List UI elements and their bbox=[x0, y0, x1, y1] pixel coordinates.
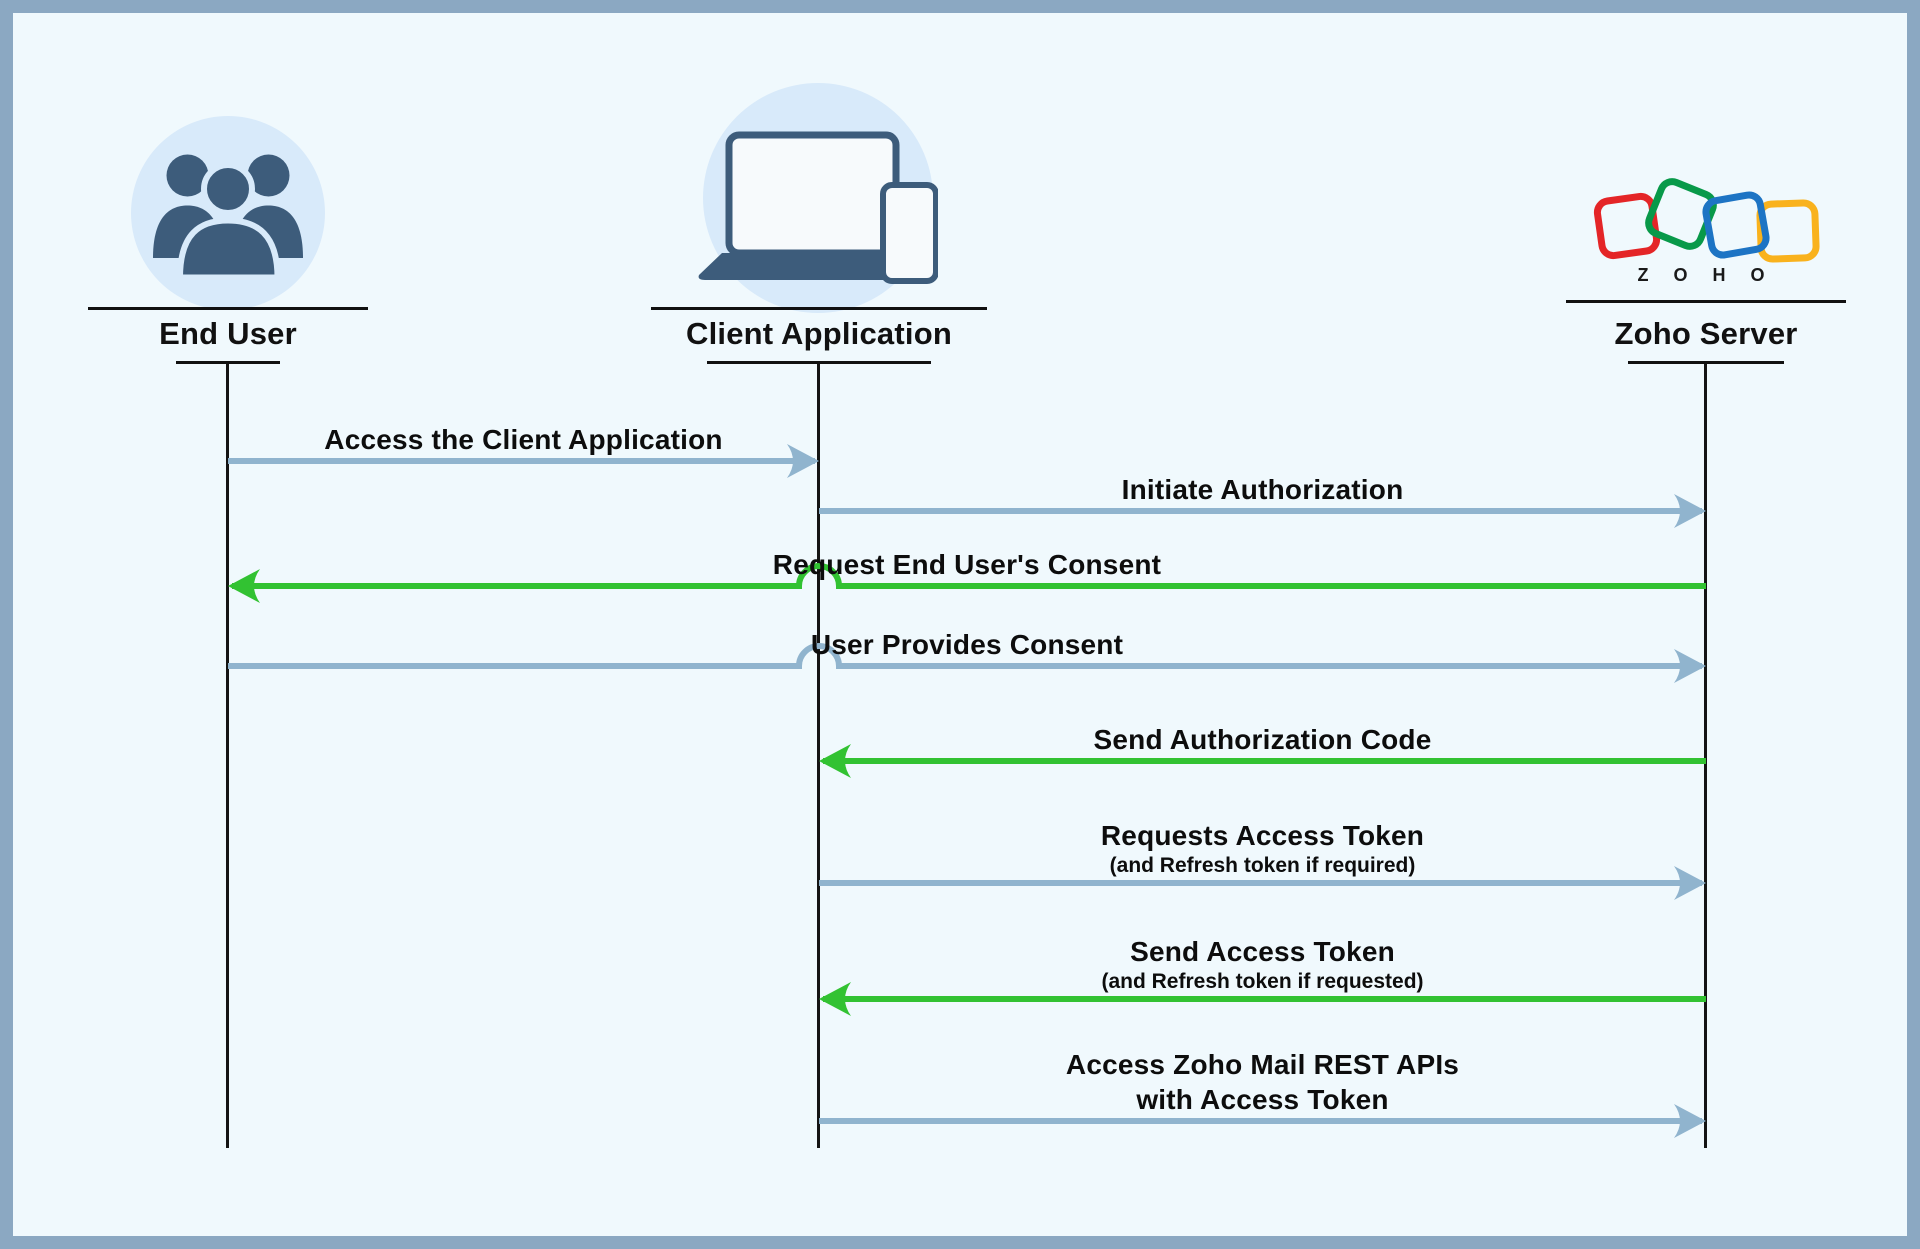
actor-divider-line bbox=[651, 307, 987, 310]
zoho-logo-square-blue bbox=[1700, 189, 1772, 261]
arrow-send-access-token bbox=[819, 982, 1706, 1016]
devices-icon bbox=[698, 131, 938, 284]
arrow-initiate-authorization bbox=[819, 494, 1706, 528]
label-send-authorization-code: Send Authorization Code bbox=[1093, 724, 1432, 755]
actor-underline bbox=[1628, 361, 1784, 364]
actor-underline bbox=[707, 361, 931, 364]
arrow-access-client-application bbox=[228, 444, 819, 478]
arrow-requests-access-token bbox=[819, 866, 1706, 900]
label-user-provides-consent: User Provides Consent bbox=[810, 629, 1124, 660]
lifeline-end-user bbox=[226, 364, 229, 1148]
arrow-send-authorization-code bbox=[819, 744, 1706, 778]
actor-label-client-application: Client Application bbox=[686, 316, 952, 351]
lifeline-zoho-server bbox=[1704, 364, 1707, 1148]
label-access-client-application: Access the Client Application bbox=[324, 424, 723, 455]
arrowhead-request-end-users-consent bbox=[228, 569, 260, 603]
label-request-end-users-consent: Request End User's Consent bbox=[772, 549, 1162, 580]
arrowhead-send-access-token bbox=[819, 982, 851, 1016]
arrowhead-access-zoho-mail-rest-apis bbox=[1674, 1104, 1706, 1138]
actor-label-end-user: End User bbox=[159, 316, 297, 351]
arrowhead-initiate-authorization bbox=[1674, 494, 1706, 528]
actor-label-zoho-server: Zoho Server bbox=[1614, 316, 1798, 351]
actor-divider-line bbox=[1566, 300, 1846, 303]
arrowhead-access-client-application bbox=[787, 444, 819, 478]
users-icon bbox=[153, 154, 303, 281]
arrow-request-end-users-consent bbox=[228, 563, 1706, 603]
zoho-logo-wordmark: Z O H O bbox=[1637, 265, 1775, 285]
arrow-access-zoho-mail-rest-apis bbox=[819, 1104, 1706, 1138]
label-initiate-authorization: Initiate Authorization bbox=[1121, 474, 1404, 505]
oauth-sequence-diagram: End User Client Application Z O H O bbox=[13, 13, 1907, 1236]
arrow-user-provides-consent bbox=[228, 643, 1706, 683]
lifeline-client-application bbox=[817, 364, 820, 1148]
actor-divider-line bbox=[88, 307, 368, 310]
label-requests-access-token: Requests Access Token(and Refresh token … bbox=[1100, 820, 1425, 877]
arrowhead-user-provides-consent bbox=[1674, 649, 1706, 683]
arrowhead-requests-access-token bbox=[1674, 866, 1706, 900]
label-send-access-token: Send Access Token(and Refresh token if r… bbox=[1101, 936, 1424, 993]
actor-underline bbox=[176, 361, 280, 364]
arrowhead-send-authorization-code bbox=[819, 744, 851, 778]
